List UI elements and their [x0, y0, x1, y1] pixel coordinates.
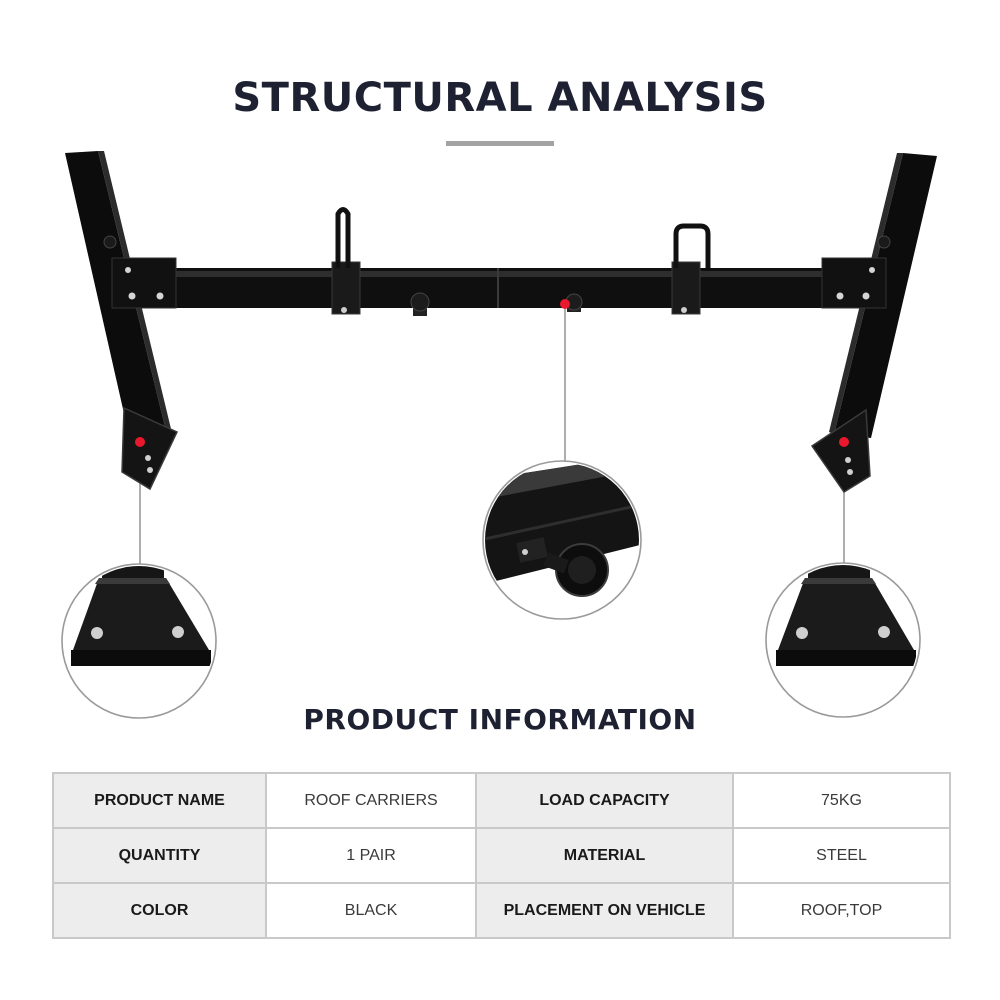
- detail-adjustment-knob: [482, 460, 642, 620]
- table-label-load-capacity: LOAD CAPACITY: [475, 772, 734, 829]
- table-value-material: STEEL: [732, 827, 951, 884]
- table-value-quantity: 1 PAIR: [265, 827, 477, 884]
- title-underline: [446, 141, 554, 146]
- table-row: COLOR BLACK PLACEMENT ON VEHICLE ROOF,TO…: [52, 882, 951, 939]
- roof-rack-illustration: [61, 151, 937, 719]
- table-value-product-name: ROOF CARRIERS: [265, 772, 477, 829]
- table-label-color: COLOR: [52, 882, 267, 939]
- hotspot-markers: [135, 299, 849, 447]
- detail-right-foot: [765, 562, 921, 718]
- table-row: PRODUCT NAME ROOF CARRIERS LOAD CAPACITY…: [52, 772, 951, 829]
- detail-left-foot: [61, 563, 217, 719]
- right-leg: [810, 153, 937, 494]
- product-info-table: PRODUCT NAME ROOF CARRIERS LOAD CAPACITY…: [52, 772, 951, 939]
- crossbar: [115, 207, 885, 316]
- product-information-title: PRODUCT INFORMATION: [303, 703, 697, 736]
- table-value-load-capacity: 75KG: [732, 772, 951, 829]
- table-label-quantity: QUANTITY: [52, 827, 267, 884]
- table-value-color: BLACK: [265, 882, 477, 939]
- table-label-product-name: PRODUCT NAME: [52, 772, 267, 829]
- table-label-placement: PLACEMENT ON VEHICLE: [475, 882, 734, 939]
- left-leg: [65, 151, 179, 491]
- structural-analysis-title: STRUCTURAL ANALYSIS: [232, 75, 768, 121]
- table-label-material: MATERIAL: [475, 827, 734, 884]
- table-row: QUANTITY 1 PAIR MATERIAL STEEL: [52, 827, 951, 884]
- table-value-placement: ROOF,TOP: [732, 882, 951, 939]
